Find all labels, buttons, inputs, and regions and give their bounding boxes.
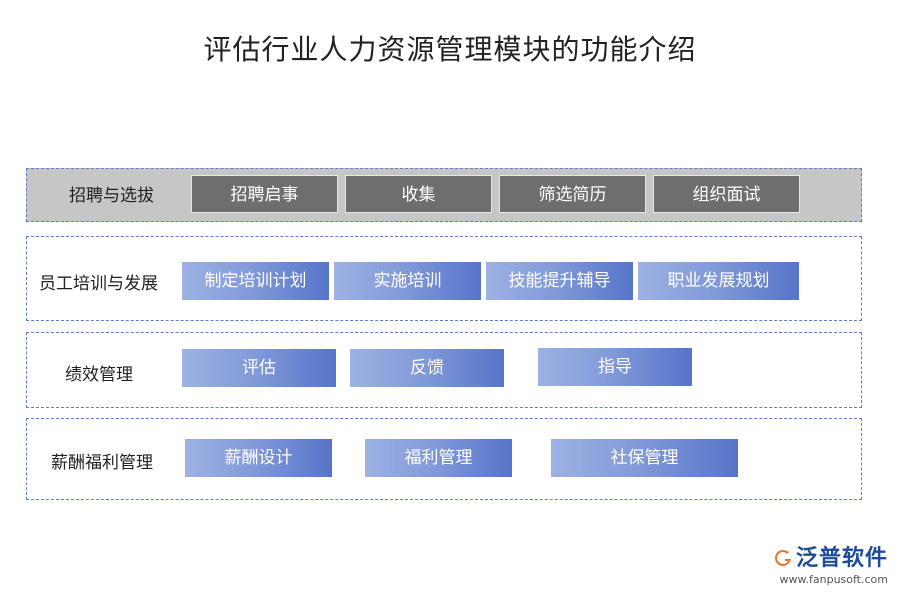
row-label-recruitment: 招聘与选拔 bbox=[69, 186, 154, 206]
box-skill-coaching: 技能提升辅导 bbox=[486, 262, 633, 300]
box-implement-training: 实施培训 bbox=[334, 262, 481, 300]
row-training: 员工培训与发展 制定培训计划 实施培训 技能提升辅导 职业发展规划 bbox=[26, 236, 862, 321]
row-label-performance: 绩效管理 bbox=[65, 365, 133, 385]
box-feedback: 反馈 bbox=[350, 349, 504, 387]
box-job-posting: 招聘启事 bbox=[191, 175, 338, 213]
logo-url: www.fanpusoft.com bbox=[779, 573, 888, 586]
box-organize-interview: 组织面试 bbox=[653, 175, 800, 213]
row-performance: 绩效管理 评估 反馈 指导 bbox=[26, 332, 862, 408]
box-salary-design: 薪酬设计 bbox=[185, 439, 332, 477]
box-evaluate: 评估 bbox=[182, 349, 336, 387]
fanpu-logo-icon bbox=[774, 550, 791, 566]
row-recruitment: 招聘与选拔 招聘启事 收集 筛选简历 组织面试 bbox=[26, 168, 862, 222]
row-compensation: 薪酬福利管理 薪酬设计 福利管理 社保管理 bbox=[26, 418, 862, 500]
box-guidance: 指导 bbox=[538, 348, 692, 386]
row-label-training: 员工培训与发展 bbox=[39, 274, 158, 294]
brand-logo: 泛普软件 www.fanpusoft.com bbox=[773, 540, 888, 586]
row-label-compensation: 薪酬福利管理 bbox=[51, 453, 153, 473]
box-make-training-plan: 制定培训计划 bbox=[182, 262, 329, 300]
box-screen-resumes: 筛选简历 bbox=[499, 175, 646, 213]
box-social-security: 社保管理 bbox=[551, 439, 738, 477]
box-collect: 收集 bbox=[345, 175, 492, 213]
diagram-title: 评估行业人力资源管理模块的功能介绍 bbox=[203, 33, 697, 66]
box-career-planning: 职业发展规划 bbox=[638, 262, 799, 300]
logo-name: 泛普软件 bbox=[795, 546, 888, 571]
box-welfare-management: 福利管理 bbox=[365, 439, 512, 477]
